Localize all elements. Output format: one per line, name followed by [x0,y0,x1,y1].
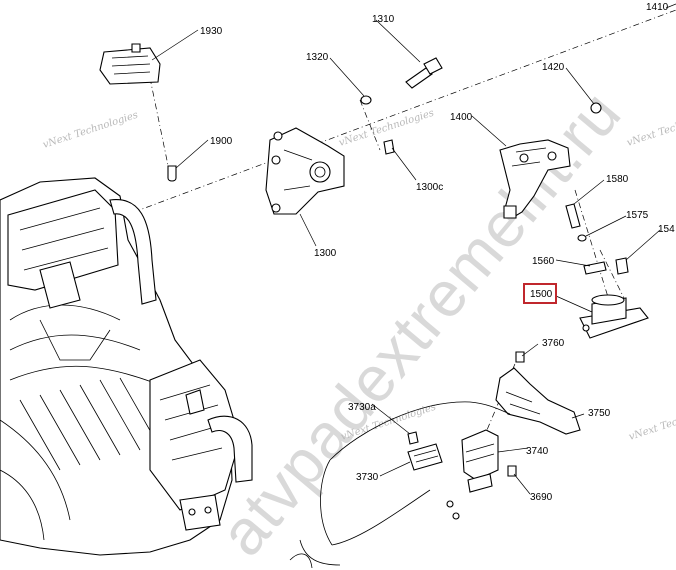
part-3750-bracket [495,367,581,435]
part-1575-washer [577,234,587,242]
part-1400-bracket [499,139,571,219]
callout-1320: 1320 [306,52,329,63]
part-1300-mount [265,127,345,215]
callout-154: 154 [658,224,675,235]
part-1300c-bolt [383,139,395,155]
callout-1580: 1580 [606,174,629,185]
callout-3730a: 3730a [348,402,376,413]
vnext-watermark: vNext Technologies [42,110,140,151]
callout-1420: 1420 [542,62,565,73]
callout-3730: 3730 [356,472,379,483]
part-1900-fastener [167,165,177,182]
part-1580-bolt [565,203,581,229]
callout-1300c: 1300c [416,182,443,193]
part-3740-block [461,429,499,493]
vnext-watermark: vNext Technologies [626,108,676,149]
part-3760-screw [515,351,525,363]
callout-1900: 1900 [210,136,233,147]
callout-1930: 1930 [200,26,223,37]
highlight-box-1500 [523,283,557,304]
callout-3690: 3690 [530,492,553,503]
callout-1310: 1310 [372,14,395,25]
callout-1400: 1400 [450,112,473,123]
part-1420-washer [590,102,602,114]
part-3730-switch [407,443,443,471]
callout-labels: 1930 1310 1410 1320 1420 1900 1400 1300c… [200,2,675,503]
part-1310-bolt [405,57,443,89]
vnext-watermark: vNext Technologies [628,402,676,443]
callout-1560: 1560 [532,256,555,267]
callout-1500: 1500 [530,289,553,300]
part-1560-shim [583,261,607,275]
callout-3760: 3760 [542,338,565,349]
callout-1575: 1575 [626,210,649,221]
leader-lines [151,3,676,495]
part-1320-washer [360,95,372,105]
part-1930-bracket [99,43,161,85]
callout-3740: 3740 [526,446,549,457]
engine-assembly [0,177,253,556]
part-3730a-connector [407,431,419,445]
part-1500-mount [579,294,649,339]
callout-1300: 1300 [314,248,337,259]
part-154-bolt [615,257,629,275]
throttle-cable [289,401,511,569]
callout-1410: 1410 [646,2,669,13]
callout-3750: 3750 [588,408,611,419]
